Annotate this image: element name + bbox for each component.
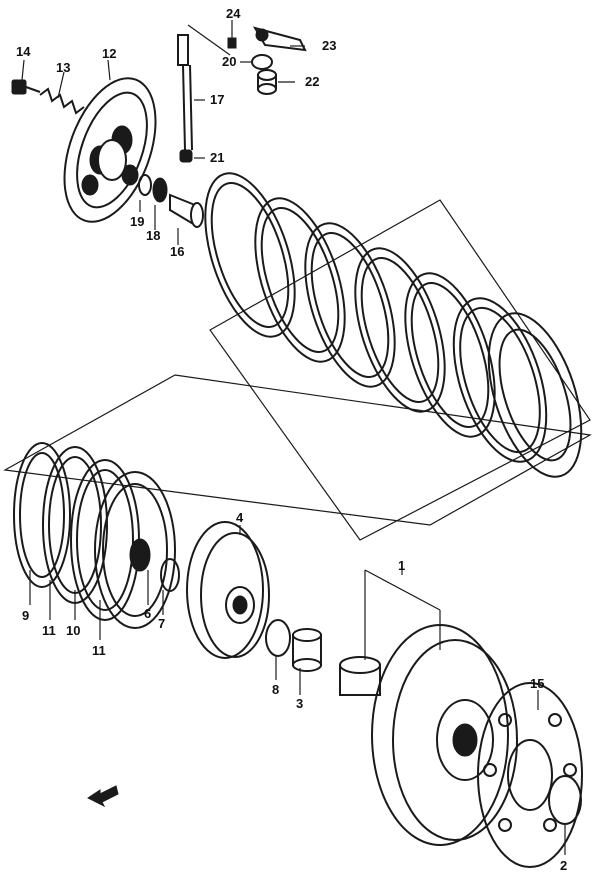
plate-group-box-upper <box>209 199 591 541</box>
part-label-21: 21 <box>210 150 224 165</box>
part-label-19: 19 <box>130 214 144 229</box>
washer-7 <box>160 558 180 592</box>
release-arm-23 <box>252 26 307 52</box>
part-label-24: 24 <box>226 6 241 21</box>
bearing-22 <box>257 69 277 95</box>
bolt-24 <box>227 37 237 49</box>
push-rod-17 <box>177 34 193 163</box>
washer-19 <box>138 174 152 196</box>
bolt-14 <box>11 79 41 95</box>
part-label-3: 3 <box>296 696 303 711</box>
part-label-11a: 11 <box>42 623 56 638</box>
part-label-4: 4 <box>236 510 244 525</box>
part-label-22: 22 <box>305 74 319 89</box>
part-label-17: 17 <box>210 92 224 107</box>
part-label-11b: 11 <box>92 643 106 658</box>
bearing-20 <box>251 54 273 70</box>
bearing-18 <box>152 177 168 203</box>
part-label-2: 2 <box>560 858 567 873</box>
washer-2 <box>548 775 582 825</box>
part-label-6: 6 <box>144 606 151 621</box>
part-label-1: 1 <box>398 558 405 573</box>
part-label-16: 16 <box>170 244 184 259</box>
part-label-15: 15 <box>530 676 544 691</box>
part-label-20: 20 <box>222 54 236 69</box>
push-piece-16 <box>169 193 204 228</box>
part-label-7: 7 <box>158 616 165 631</box>
washer-8 <box>265 619 291 657</box>
part-label-12: 12 <box>102 46 116 61</box>
clutch-spring <box>39 87 85 115</box>
needle-bearing-3 <box>292 628 322 672</box>
part-label-10: 10 <box>66 623 80 638</box>
part-label-13: 13 <box>56 60 70 75</box>
plate-group-box-lower <box>3 374 592 526</box>
lower-plate-stack <box>13 442 176 629</box>
upper-plate-stack <box>204 172 583 478</box>
part-label-8: 8 <box>272 682 279 697</box>
washer-6 <box>129 538 151 572</box>
part-label-9: 9 <box>22 608 29 623</box>
leader-lines <box>21 20 566 855</box>
part-label-14: 14 <box>16 44 31 59</box>
part-label-18: 18 <box>146 228 160 243</box>
clutch-sleeve-hub-4 <box>186 521 270 659</box>
part-label-23: 23 <box>322 38 336 53</box>
starter-gear-15 <box>477 682 583 868</box>
part-labels: 14 13 12 24 23 20 22 17 21 19 18 16 1 4 … <box>16 6 567 873</box>
pressure-plate <box>63 77 157 223</box>
clutch-housing-1 <box>339 624 518 846</box>
direction-arrow-icon <box>87 785 119 808</box>
